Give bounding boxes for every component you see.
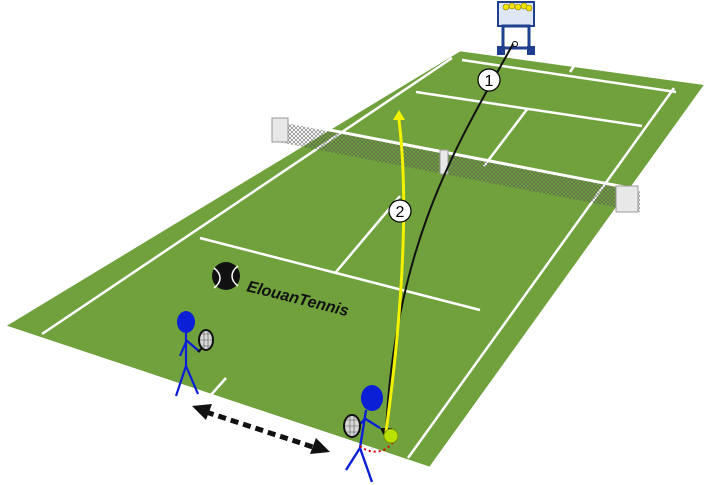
tennis-ball bbox=[383, 428, 399, 444]
shot-path-2-arrowhead bbox=[393, 110, 405, 120]
ball-machine bbox=[497, 1, 535, 55]
net bbox=[271, 117, 641, 213]
svg-text:2: 2 bbox=[396, 204, 405, 221]
tennis-ball-icon bbox=[212, 262, 240, 290]
step-marker-1: 1 bbox=[477, 68, 501, 92]
shot-path-2 bbox=[384, 119, 406, 433]
court-surface bbox=[4, 50, 706, 468]
svg-text:1: 1 bbox=[485, 73, 494, 90]
player-right bbox=[343, 385, 383, 483]
racket-icon bbox=[197, 329, 214, 353]
racket-icon bbox=[343, 414, 361, 438]
footwork-arrow bbox=[192, 404, 330, 454]
player-left bbox=[174, 311, 214, 397]
court-lines bbox=[1, 48, 708, 470]
step-marker-2: 2 bbox=[388, 199, 412, 223]
